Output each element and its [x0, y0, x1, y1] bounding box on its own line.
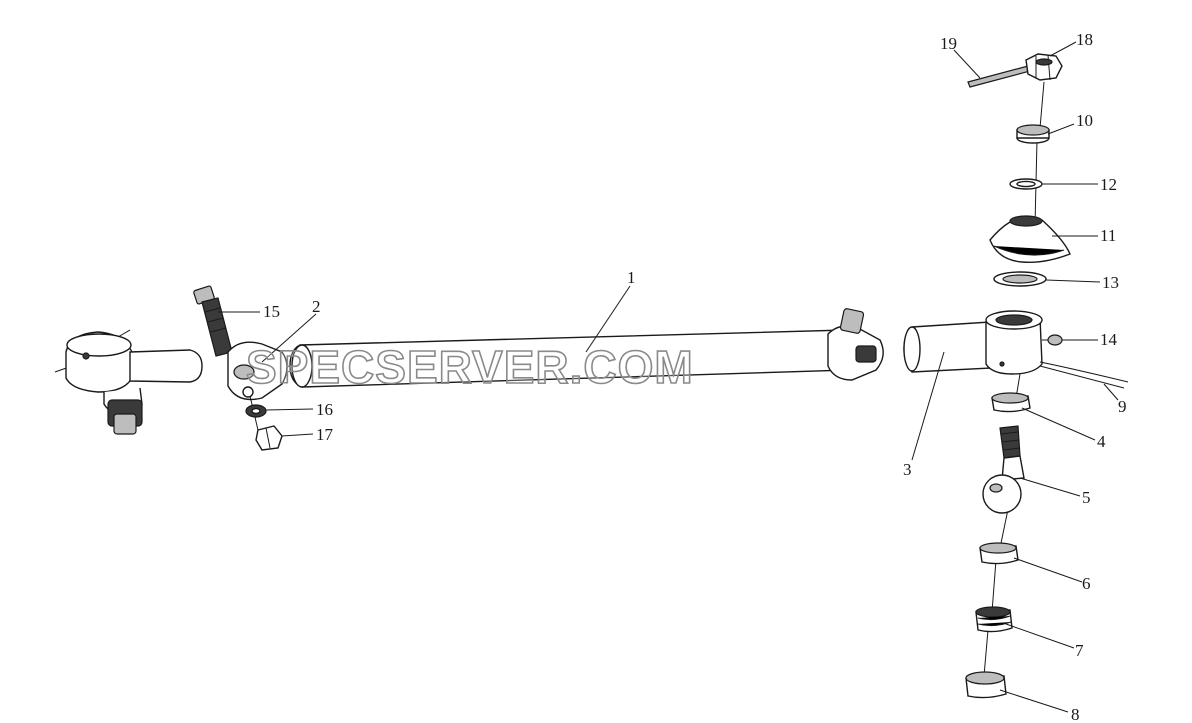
callout-17: 17: [316, 425, 334, 444]
callout-3: 3: [903, 460, 912, 479]
callout-13: 13: [1102, 273, 1119, 292]
cotter-pin-19: [967, 65, 1031, 88]
callout-5: 5: [1082, 488, 1091, 507]
grease-nipple: [1042, 334, 1063, 346]
callout-1: 1: [627, 268, 636, 287]
callout-18: 18: [1076, 30, 1093, 49]
callout-9: 9: [1118, 397, 1127, 416]
callout-14: 14: [1100, 330, 1118, 349]
callout-2: 2: [312, 297, 321, 316]
nut-17: [255, 425, 283, 451]
vertical-stack: [965, 53, 1071, 699]
callout-15: 15: [263, 302, 280, 321]
right-clamp: [827, 308, 884, 381]
spring-7: [975, 606, 1013, 633]
callout-4: 4: [1097, 432, 1106, 451]
callout-11: 11: [1100, 226, 1116, 245]
cover-8: [965, 671, 1007, 699]
callout-8: 8: [1071, 705, 1080, 723]
callout-7: 7: [1075, 641, 1084, 660]
castle-nut-18: [1025, 53, 1063, 81]
callout-19: 19: [940, 34, 957, 53]
clamp-assembly: [193, 285, 288, 451]
ring-12: [1009, 178, 1043, 190]
ring-13: [993, 271, 1047, 287]
callout-labels: 1 2 3 4 5 6 7 8 9 10 11 12 13 14 15 16 1…: [263, 30, 1127, 723]
left-tie-rod-end: [54, 329, 203, 435]
callout-6: 6: [1082, 574, 1091, 593]
dust-boot-11: [989, 215, 1071, 264]
leader-lines: [218, 41, 1119, 713]
clamp-bolt: [193, 285, 233, 357]
seat-6: [979, 542, 1019, 565]
callout-10: 10: [1076, 111, 1093, 130]
cross-tube: [289, 308, 884, 388]
washer-10: [1016, 124, 1050, 144]
right-tie-rod-end: [903, 310, 1043, 375]
cotter-pin-9: [1039, 361, 1129, 389]
washer-16: [245, 404, 267, 418]
callout-16: 16: [316, 400, 333, 419]
ball-stud-5: [982, 425, 1025, 514]
callout-12: 12: [1100, 175, 1117, 194]
watermark: SPECSERVER.COM: [246, 341, 694, 393]
clamp: [227, 341, 288, 401]
seat-4: [991, 392, 1031, 413]
